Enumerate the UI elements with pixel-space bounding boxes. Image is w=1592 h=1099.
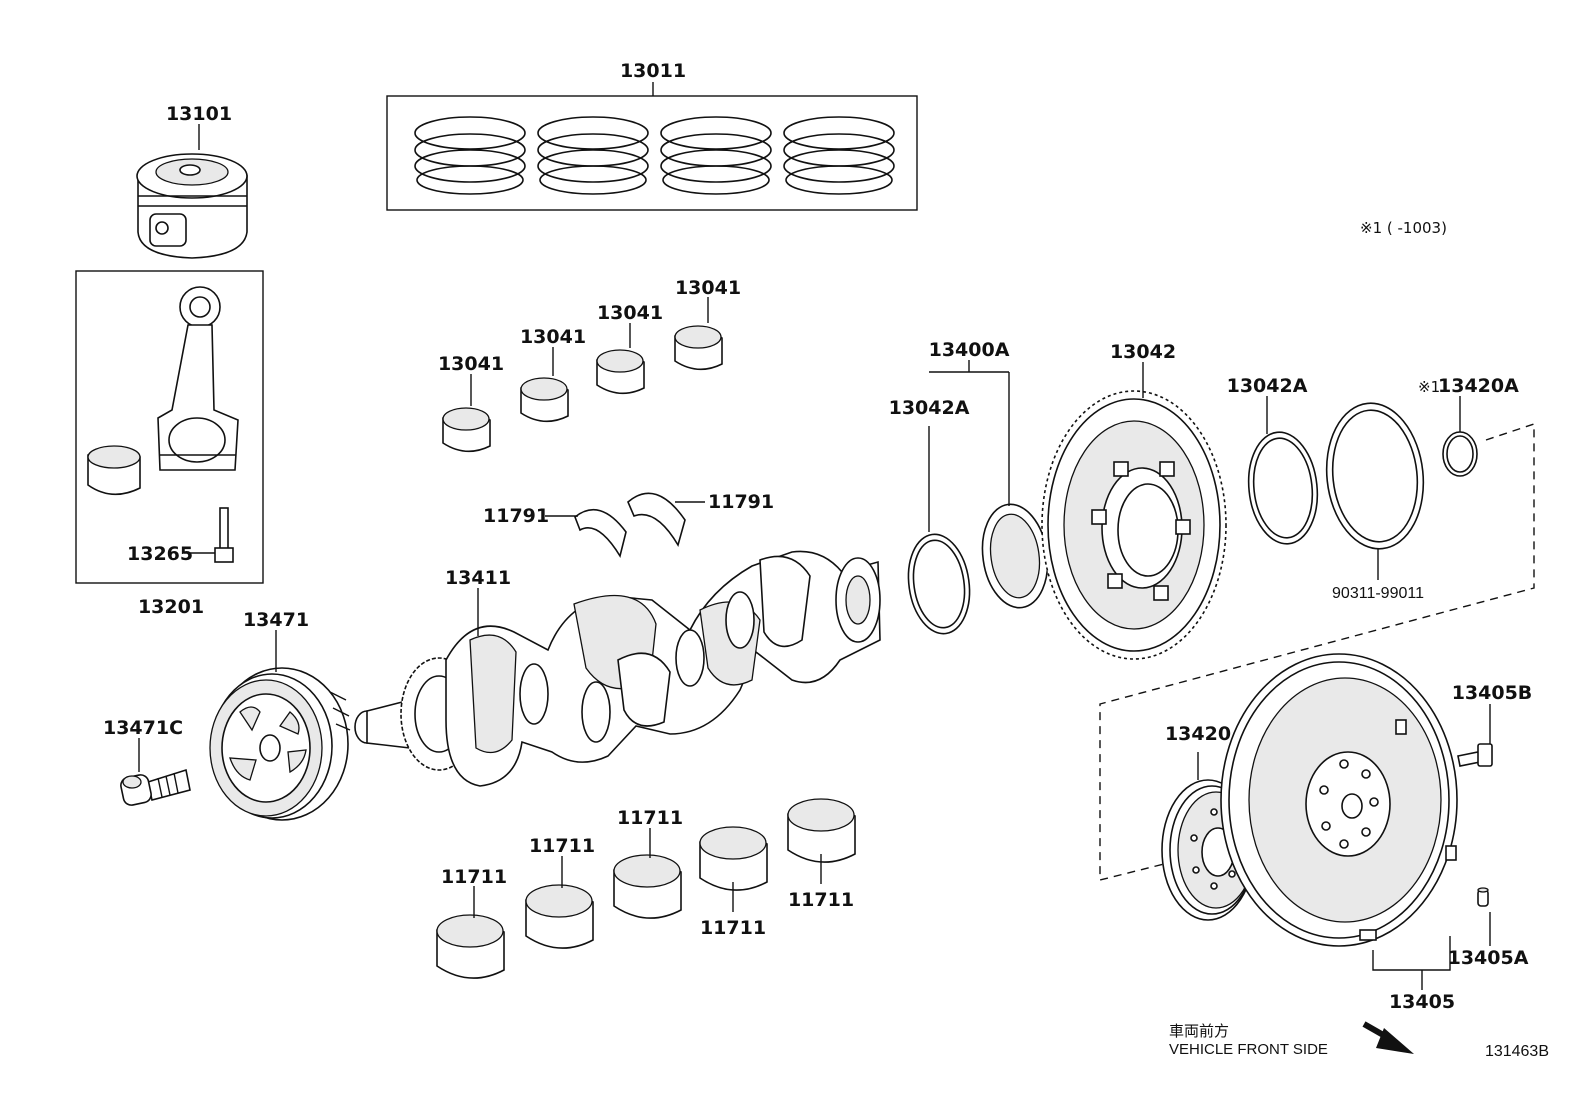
bearing-set-label: 13400A [929, 339, 1010, 361]
main-bearing-1-label: 11711 [441, 866, 507, 888]
plate-ring-note-mark: ※1 [1418, 378, 1440, 396]
flywheel-label: 13405 [1389, 991, 1455, 1013]
crankshaft[interactable] [354, 550, 881, 787]
plate-ring-label: 13420A [1438, 375, 1519, 397]
piston-ring-set[interactable] [386, 82, 918, 211]
front-side-en: VEHICLE FRONT SIDE [1169, 1041, 1328, 1058]
conrod-bearing-set[interactable] [442, 325, 723, 453]
pulley-bolt[interactable] [119, 768, 191, 807]
ring-gear[interactable] [1041, 390, 1227, 660]
flywheel-pin-label: 13405A [1448, 947, 1529, 969]
drive-plate-label: 13420 [1165, 723, 1231, 745]
flywheel[interactable] [1220, 653, 1458, 947]
oil-seal-label: 90311-99011 [1332, 585, 1424, 602]
connecting-rod[interactable] [157, 286, 239, 471]
thrust-washers[interactable] [574, 492, 686, 559]
conrod-bearing[interactable] [87, 445, 141, 496]
oil-seal[interactable] [1320, 398, 1431, 553]
conrod-bearing-4-label: 13041 [675, 277, 741, 299]
main-bearing-4-label: 11711 [700, 917, 766, 939]
main-bearing-set[interactable] [436, 798, 856, 979]
thrust-washer-right-label: 11791 [708, 491, 774, 513]
conrod-bolt[interactable] [214, 507, 234, 563]
main-bearing-3-label: 11711 [617, 807, 683, 829]
main-bearing-5-label: 11711 [788, 889, 854, 911]
pulley-bolt-label: 13471C [103, 717, 183, 739]
flywheel-bolt-label: 13405B [1452, 682, 1533, 704]
retainer-ring-rear[interactable] [976, 500, 1054, 612]
retainer-ring-left-label: 13042A [889, 397, 970, 419]
vehicle-front-arrow-icon [1362, 1021, 1414, 1054]
crankshaft-label: 13411 [445, 567, 511, 589]
piston-label: 13101 [166, 103, 232, 125]
diagram-code: 131463B [1485, 1043, 1549, 1060]
conrod-bearing-2-label: 13041 [520, 326, 586, 348]
plate-ring[interactable] [1442, 431, 1478, 477]
conrod-assembly-box [75, 270, 264, 584]
main-bearing-2-label: 11711 [529, 835, 595, 857]
conrod-bolt-label: 13265 [127, 543, 193, 565]
crank-pulley[interactable] [209, 667, 351, 821]
retainer-ring-right-label: 13042A [1227, 375, 1308, 397]
conrod-bearing-1-label: 13041 [438, 353, 504, 375]
ring-gear-label: 13042 [1110, 341, 1176, 363]
front-side-jp: 車両前方 [1169, 1023, 1229, 1040]
assembly-outline [1099, 423, 1535, 881]
thrust-washer-left-label: 11791 [483, 505, 549, 527]
crank-pulley-label: 13471 [243, 609, 309, 631]
flywheel-bolt[interactable] [1457, 743, 1493, 767]
conrod-bearing-3-label: 13041 [597, 302, 663, 324]
piston[interactable] [136, 153, 248, 259]
retainer-ring-right[interactable] [1243, 429, 1322, 547]
piston-rings-label: 13011 [620, 60, 686, 82]
retainer-ring-front[interactable] [902, 530, 975, 637]
footnote: ※1 ( -1003) [1360, 219, 1447, 237]
conrod-assembly-label: 13201 [138, 596, 204, 618]
flywheel-pin[interactable] [1477, 887, 1489, 907]
